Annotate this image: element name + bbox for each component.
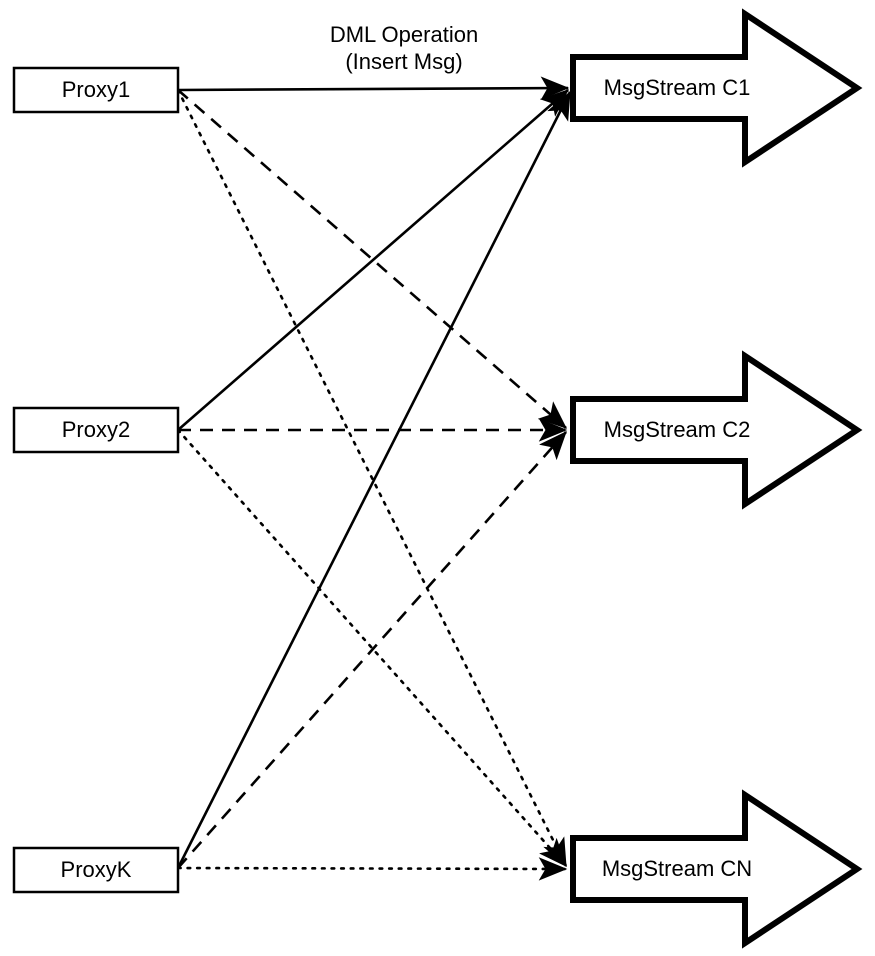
edge-line [176, 428, 568, 868]
msgstream-arrow-shape[interactable] [570, 789, 863, 949]
edge-line [177, 89, 569, 431]
proxy-label: Proxy2 [62, 417, 130, 442]
proxy-node-proxyk[interactable]: ProxyK [12, 846, 180, 894]
edge-proxy1-c1 [177, 76, 570, 100]
proxy-node-proxy2[interactable]: Proxy2 [12, 406, 180, 454]
edge-line [177, 89, 567, 429]
edge-line [177, 431, 567, 869]
edge-proxy2-cn [176, 428, 568, 868]
edges-layer [176, 76, 572, 881]
edge-proxyk-c2 [177, 431, 567, 869]
annotation-line-2: (Insert Msg) [345, 49, 462, 74]
msgstream-node-cn[interactable]: MsgStream CN [570, 789, 863, 949]
edge-proxy2-c1 [177, 89, 569, 431]
edge-proxyk-cn [176, 857, 568, 881]
edge-proxy1-cn [176, 88, 568, 868]
proxy-box[interactable] [12, 846, 180, 894]
annotation-line-1: DML Operation [330, 22, 478, 47]
msgstream-label: MsgStream C2 [604, 417, 751, 442]
proxy-box[interactable] [12, 406, 180, 454]
msgstream-nodes-layer: MsgStream C1 MsgStream C2 MsgStream CN [570, 8, 863, 949]
annotation-dml-operation: DML Operation(Insert Msg) [330, 22, 478, 74]
edge-line [176, 90, 572, 869]
msgstream-arrow-shape[interactable] [570, 350, 863, 510]
msgstream-node-c2[interactable]: MsgStream C2 [570, 350, 863, 510]
msgstream-label: MsgStream CN [602, 856, 752, 881]
msgstream-node-c1[interactable]: MsgStream C1 [570, 8, 863, 168]
edge-line [177, 76, 570, 100]
msgstream-label: MsgStream C1 [604, 75, 751, 100]
proxy-node-proxy1[interactable]: Proxy1 [12, 66, 180, 114]
edge-line [176, 857, 568, 881]
annotations-layer: DML Operation(Insert Msg) [330, 22, 478, 74]
proxy-label: ProxyK [61, 857, 132, 882]
msgstream-arrow-shape[interactable] [570, 8, 863, 168]
edge-proxy1-c2 [177, 89, 567, 429]
proxy-box[interactable] [12, 66, 180, 114]
proxy-label: Proxy1 [62, 77, 130, 102]
edge-proxyk-c1 [176, 90, 572, 869]
edge-line [176, 88, 568, 868]
